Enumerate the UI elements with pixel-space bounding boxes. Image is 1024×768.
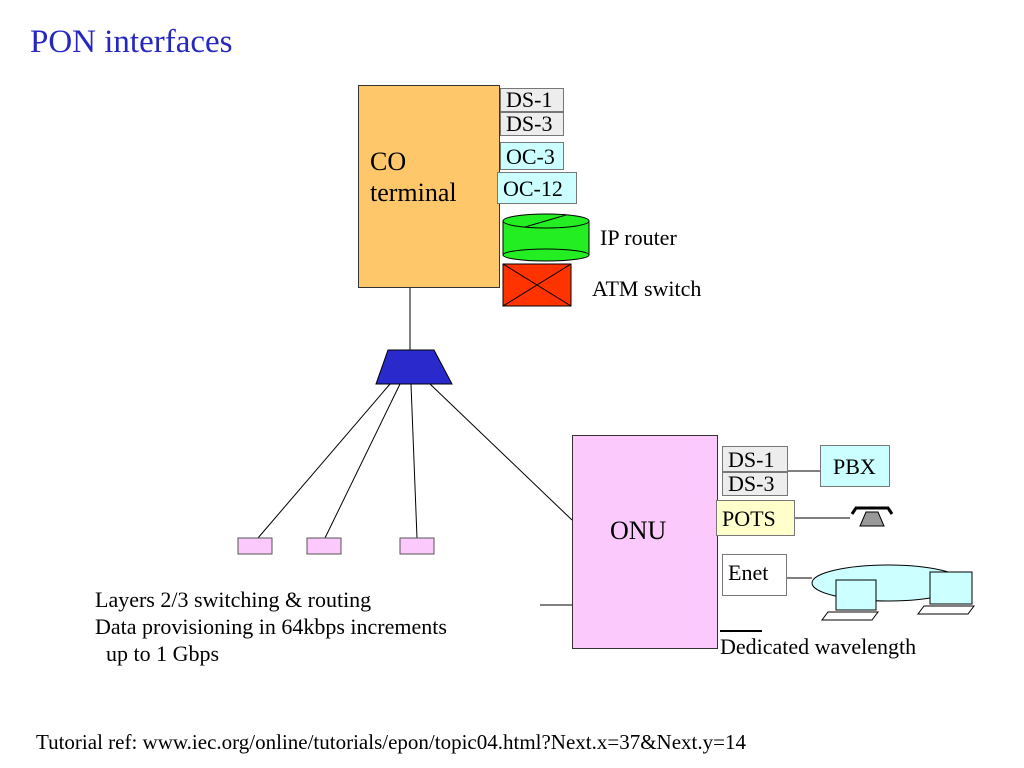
drop-fiber-onu: [429, 383, 573, 521]
note-line-3: up to 1 Gbps: [95, 641, 220, 666]
co-terminal-label: CO terminal: [370, 147, 457, 207]
drop-fiber-2: [324, 383, 401, 539]
onu-interface-ds1: DS-1: [722, 446, 788, 472]
onu-label: ONU: [610, 516, 667, 545]
optical-splitter: [375, 349, 453, 385]
onu-interface-pots: POTS: [716, 500, 795, 536]
co-interface-oc12: OC-12: [497, 172, 577, 204]
ont-1: [237, 537, 273, 555]
onu-interface-ds3: DS-3: [722, 472, 788, 496]
page-title: PON interfaces: [30, 24, 233, 60]
computer-icon-2: [917, 571, 975, 615]
telephone-icon: [850, 506, 894, 527]
atm-switch-label: ATM switch: [592, 276, 702, 301]
ip-router-label: IP router: [600, 225, 677, 250]
co-interface-ds1: DS-1: [500, 88, 564, 112]
drop-fiber-3: [410, 383, 418, 539]
ont-2: [306, 537, 342, 555]
atm-switch-icon: [502, 263, 572, 307]
onu-box: [572, 435, 718, 649]
note-line-1: Layers 2/3 switching & routing: [95, 587, 372, 612]
co-terminal-box: [358, 85, 500, 288]
dedicated-wavelength-label: Dedicated wavelength: [720, 634, 917, 659]
ip-router-icon: [502, 213, 590, 262]
feature-notes: Layers 2/3 switching & routing Data prov…: [95, 586, 447, 667]
tutorial-reference: Tutorial ref: www.iec.org/online/tutoria…: [36, 730, 746, 754]
co-interface-ds3: DS-3: [500, 112, 564, 136]
note-line-2: Data provisioning in 64kbps increments: [95, 614, 447, 639]
computer-icon-1: [821, 579, 879, 621]
pbx-box: PBX: [820, 445, 890, 487]
onu-interface-enet: Enet: [722, 554, 787, 596]
drop-fiber-1: [257, 383, 391, 539]
ont-3: [399, 537, 435, 555]
co-interface-oc3: OC-3: [500, 142, 564, 170]
